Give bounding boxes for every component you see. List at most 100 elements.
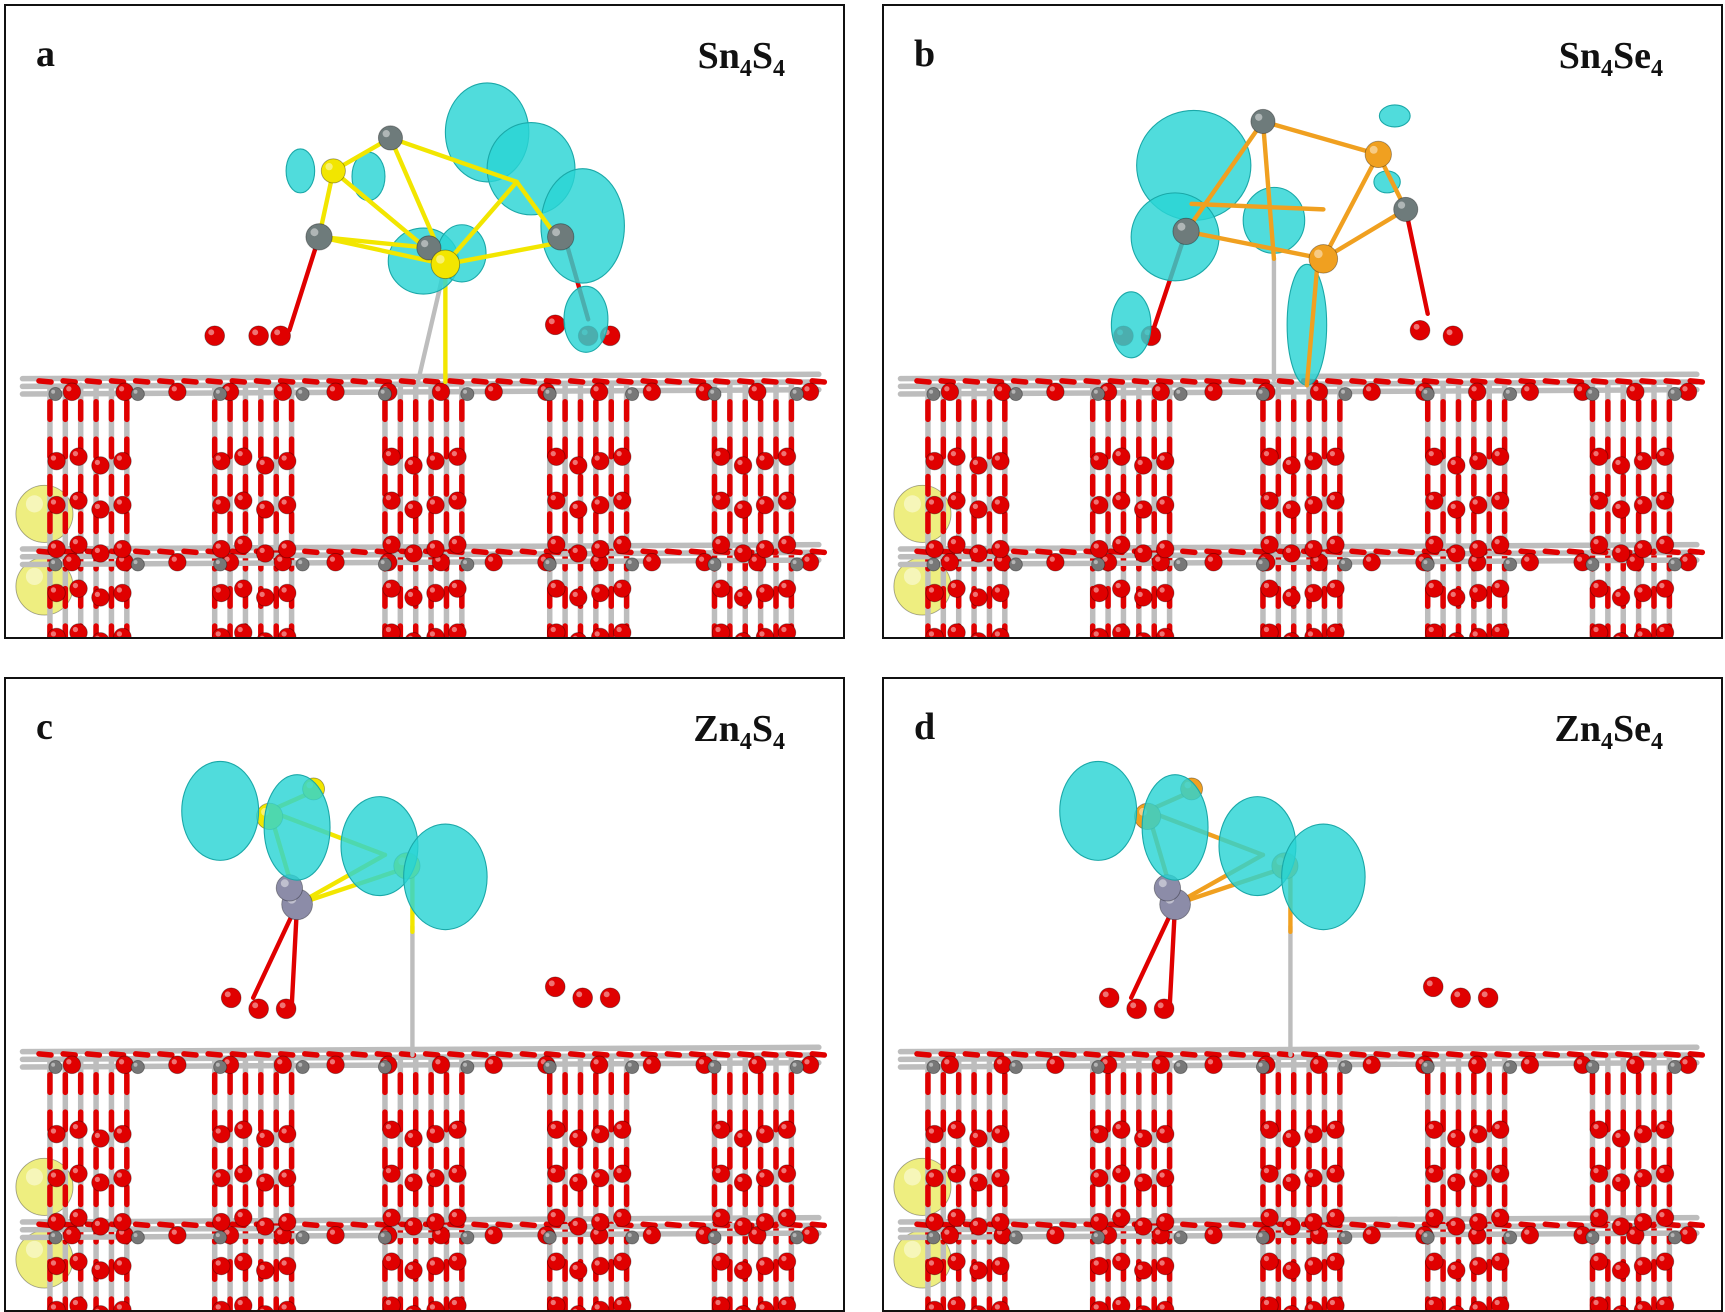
- oxygen-atom-highlight: [171, 556, 177, 562]
- oxygen-atom-highlight: [1263, 582, 1270, 589]
- oxygen-atom-highlight: [1494, 1167, 1500, 1174]
- oxygen-atom-highlight: [95, 635, 100, 637]
- metal-atom: [460, 1060, 475, 1075]
- oxygen-atom-highlight: [407, 591, 414, 597]
- oxygen-atom-highlight: [1155, 1229, 1161, 1235]
- metal-atom: [1667, 1060, 1682, 1075]
- oxygen-atom: [1589, 1252, 1609, 1271]
- oxygen-atom-highlight: [1593, 538, 1599, 545]
- surface-bond-o: [1325, 1051, 1343, 1058]
- oxygen-atom-highlight: [116, 1216, 122, 1222]
- surface-bond-o: [785, 1051, 803, 1058]
- oxygen-atom: [1112, 447, 1131, 466]
- oxygen-atom-highlight: [1637, 631, 1643, 637]
- oxygen-atom: [448, 1164, 467, 1183]
- oxygen-atom-highlight: [1115, 582, 1121, 589]
- oxygen-atom-highlight: [1494, 582, 1500, 589]
- oxygen-atom-highlight: [715, 1299, 721, 1306]
- oxygen-atom-highlight: [72, 626, 79, 633]
- oxygen-atom: [1611, 1261, 1631, 1280]
- oxygen-atom-highlight: [1637, 543, 1643, 549]
- oxygen-atom: [69, 447, 88, 466]
- oxygen-atom-highlight: [435, 556, 441, 562]
- oxygen-atom-highlight: [616, 494, 622, 501]
- oxygen-atom-highlight: [1093, 1172, 1099, 1178]
- oxygen-atom-highlight: [1093, 587, 1099, 593]
- oxygen-atom-highlight: [451, 494, 458, 501]
- oxygen-atom: [113, 583, 132, 603]
- surface-bond-o: [1107, 1051, 1126, 1058]
- oxygen-atom: [969, 544, 988, 563]
- surface-bond-o: [809, 378, 828, 385]
- cluster-bond: [443, 240, 563, 267]
- tin-atom-highlight: [1255, 113, 1263, 121]
- oxygen-atom-highlight: [603, 991, 610, 998]
- oxygen-atom-highlight: [1494, 494, 1500, 501]
- oxygen-atom: [1326, 535, 1345, 554]
- oxygen-atom: [1626, 382, 1645, 402]
- oxygen-atom: [1309, 382, 1329, 402]
- zinc-atom-highlight: [1158, 879, 1167, 888]
- oxygen-atom: [1425, 491, 1444, 510]
- oxygen-atom-highlight: [50, 1304, 57, 1310]
- oxygen-atom: [47, 451, 66, 471]
- oxygen-atom-highlight: [1637, 455, 1643, 461]
- oxygen-atom-highlight: [1329, 1123, 1336, 1130]
- oxygen-atom: [326, 382, 345, 402]
- surface-bond-o: [1397, 378, 1416, 385]
- oxygen-atom-highlight: [50, 1172, 57, 1178]
- oxygen-atom: [1155, 1300, 1175, 1310]
- surface-bond-o: [1349, 1051, 1367, 1058]
- oxygen-atom: [969, 456, 988, 475]
- oxygen-atom-highlight: [759, 1216, 765, 1222]
- oxygen-atom: [755, 1300, 775, 1310]
- oxygen-atom: [1447, 456, 1466, 475]
- cluster-bond: [1183, 119, 1266, 234]
- oxygen-atom-highlight: [1426, 980, 1433, 987]
- sulfur-atom-highlight: [436, 255, 445, 264]
- metal-atom: [625, 1060, 640, 1075]
- oxygen-atom-highlight: [116, 1304, 122, 1310]
- oxygen-atom: [382, 623, 401, 637]
- oxygen-atom-highlight: [737, 591, 743, 597]
- oxygen-atom-highlight: [1428, 450, 1434, 457]
- surface-bond-o: [1083, 378, 1101, 385]
- surface-bond: [19, 1059, 822, 1070]
- oxygen-atom: [212, 539, 231, 559]
- structure-render: [15, 82, 828, 637]
- metal-atom: [1667, 1230, 1682, 1245]
- oxygen-atom-highlight: [1115, 1299, 1121, 1306]
- oxygen-atom-highlight: [385, 1299, 392, 1306]
- isosurface-lobe: [1110, 291, 1152, 359]
- surface-bond-o: [962, 1051, 981, 1058]
- oxygen-atom: [448, 579, 467, 598]
- oxygen-atom-highlight: [1207, 386, 1214, 392]
- surface-bond: [19, 1230, 822, 1241]
- oxygen-atom-highlight: [281, 455, 287, 461]
- surface-bond-o: [1373, 548, 1391, 556]
- oxygen-atom-highlight: [274, 329, 281, 336]
- oxygen-atom-highlight: [1428, 1299, 1434, 1306]
- surface-bond-o: [1373, 1221, 1391, 1229]
- oxygen-atom: [1589, 1120, 1609, 1139]
- oxygen-atom-highlight: [737, 503, 743, 510]
- surface-bond-o: [1518, 548, 1536, 556]
- oxygen-atom-highlight: [94, 591, 101, 597]
- oxygen-atom-highlight: [1093, 1304, 1099, 1310]
- oxygen-atom-highlight: [259, 591, 265, 597]
- oxygen-atom: [947, 447, 966, 466]
- oxygen-atom: [47, 1212, 66, 1232]
- oxygen-atom: [404, 1261, 423, 1280]
- oxygen-atom: [1362, 1055, 1381, 1075]
- oxygen-atom-highlight: [550, 582, 556, 589]
- oxygen-atom: [212, 583, 231, 603]
- oxygen-atom-highlight: [1593, 626, 1599, 633]
- oxygen-atom-highlight: [550, 1299, 556, 1306]
- oxygen-atom-highlight: [1137, 547, 1143, 554]
- surface-bond-o: [1542, 1051, 1561, 1058]
- oxygen-atom-highlight: [1313, 386, 1319, 392]
- oxygen-atom: [755, 627, 775, 637]
- oxygen-atom-highlight: [1615, 635, 1621, 637]
- oxygen-atom-highlight: [1263, 1123, 1270, 1130]
- oxygen-atom-highlight: [1365, 1229, 1372, 1235]
